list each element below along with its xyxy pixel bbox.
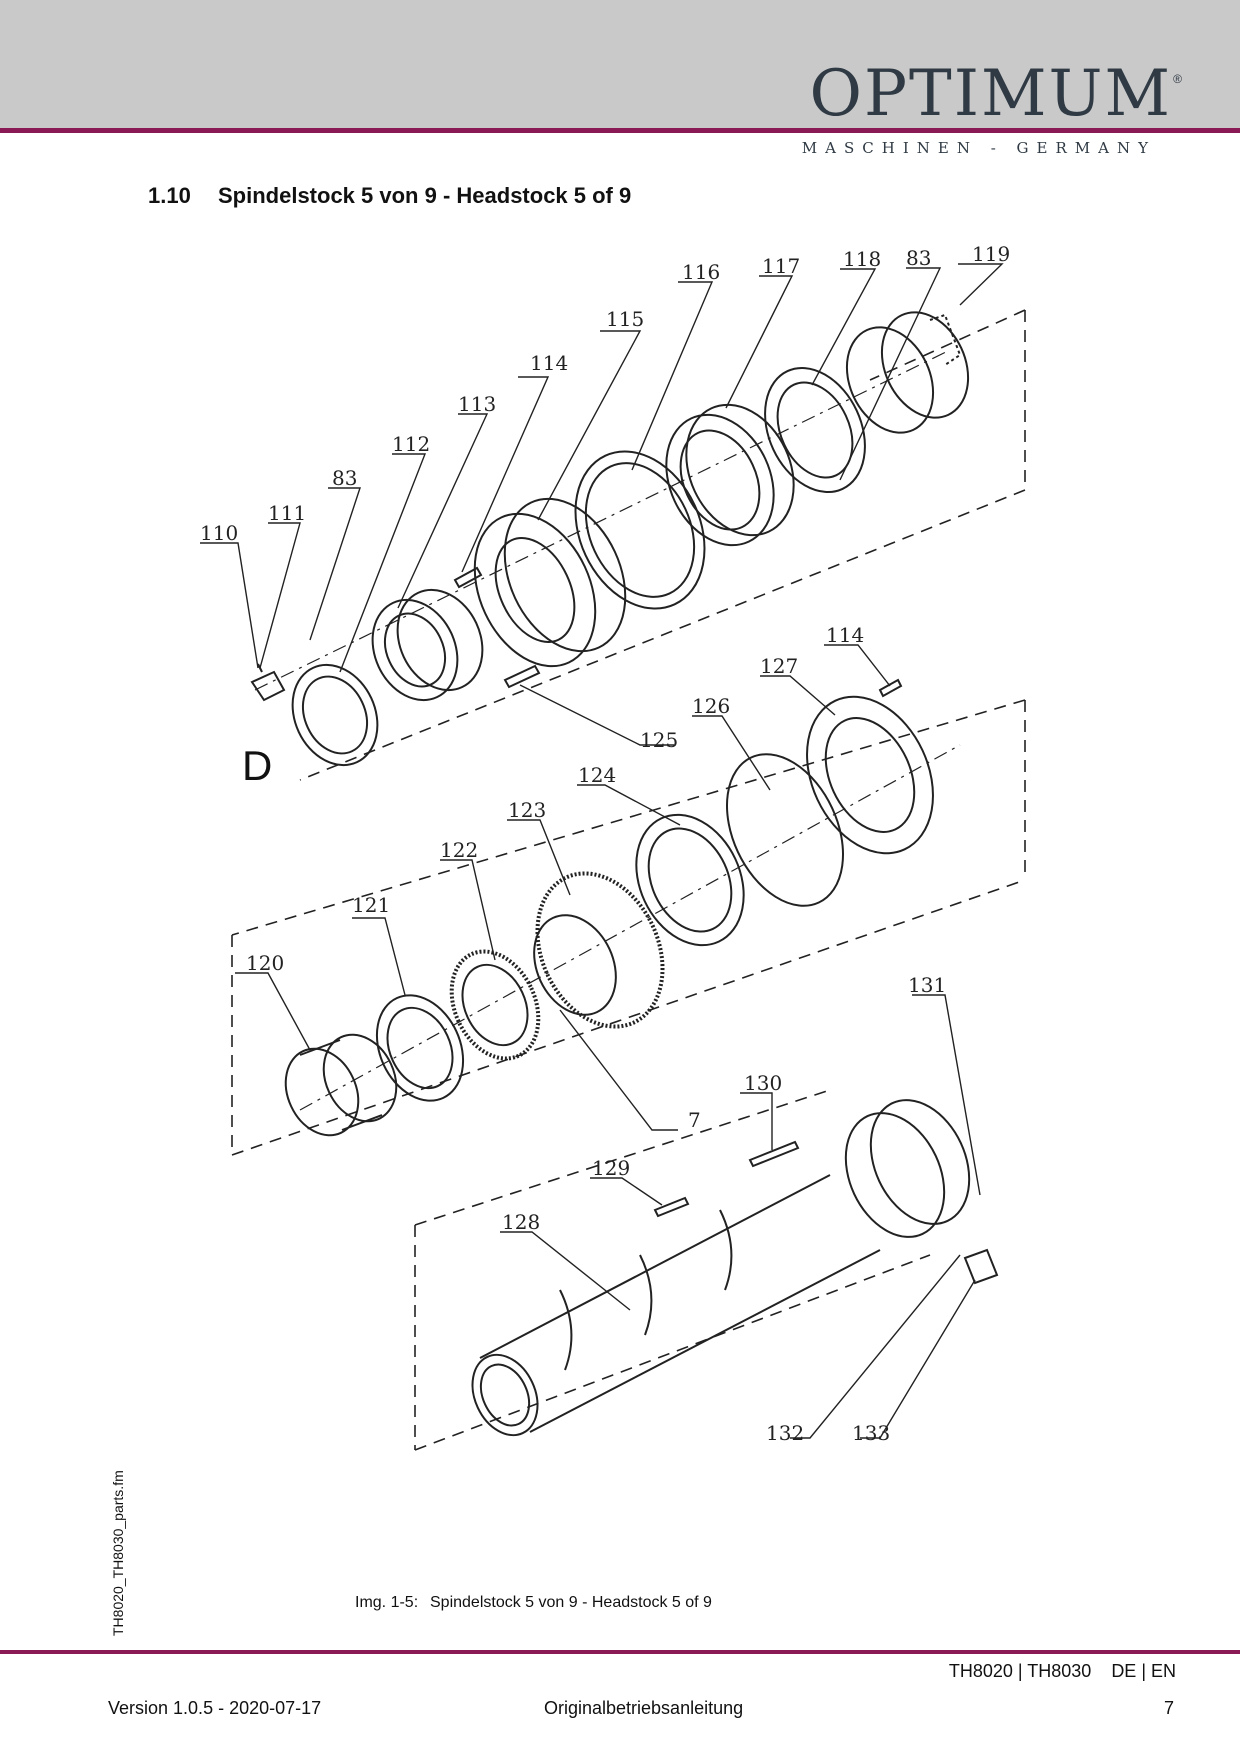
group-label: D	[242, 742, 272, 789]
footer-models: TH8020 | TH8030	[948, 1661, 1092, 1681]
part-114-screw	[453, 566, 483, 589]
callout-7: 7	[688, 1108, 701, 1132]
callout-113: 113	[458, 392, 496, 416]
group-frame-top	[299, 309, 1026, 781]
brand-logo: OPTIMUM	[809, 57, 1172, 131]
header-band	[0, 0, 1240, 128]
callout-131: 131	[908, 973, 946, 997]
callout-118: 118	[843, 247, 881, 271]
part-114b-screw	[878, 678, 903, 698]
callout-114-right: 114	[826, 623, 864, 647]
callout-115: 115	[606, 307, 644, 331]
callout-127: 127	[760, 654, 798, 678]
leader-lines	[200, 263, 1004, 1439]
part-131-flange	[844, 1099, 971, 1238]
page-number: 7	[1163, 1698, 1174, 1718]
callout-110: 110	[200, 521, 238, 545]
footer-models-languages: TH8020 | TH8030 DE | EN	[949, 1661, 1176, 1682]
section-title: Spindelstock 5 von 9 - Headstock 5 of 9	[218, 183, 632, 208]
part-113-ring	[371, 588, 484, 702]
callout-132: 132	[766, 1421, 804, 1445]
side-filename: TH8020_TH8030_parts.fm	[110, 1470, 126, 1636]
callout-129: 129	[592, 1156, 630, 1180]
callout-123: 123	[508, 798, 546, 822]
callout-133: 133	[852, 1421, 890, 1445]
callout-114-top: 114	[530, 351, 568, 375]
callout-122: 122	[440, 838, 478, 862]
part-127-flange	[806, 695, 934, 855]
brand-tagline: MASCHINEN - GERMANY	[801, 139, 1156, 157]
footer-manual-title: Originalbetriebsanleitung	[544, 1698, 744, 1718]
part-130-key	[748, 1140, 800, 1168]
center-axes	[254, 349, 961, 1111]
callout-120: 120	[246, 951, 284, 975]
part-115-flange	[473, 497, 627, 668]
part-122-gear	[449, 949, 541, 1061]
callout-124: 124	[578, 763, 616, 787]
part-128-spindle	[471, 1174, 881, 1437]
part-124-bearing	[635, 813, 745, 947]
caption-label: Img. 1-5:	[355, 1594, 419, 1611]
footer-languages: DE | EN	[1111, 1661, 1176, 1681]
part-116-gasket	[574, 450, 706, 610]
header-rule	[0, 128, 1240, 133]
callout-117: 117	[762, 254, 800, 278]
callout-130: 130	[744, 1071, 782, 1095]
part-121-bearing	[375, 994, 465, 1102]
callout-128: 128	[502, 1210, 540, 1234]
callout-116: 116	[682, 260, 720, 284]
footer-version: Version 1.0.5 - 2020-07-17	[108, 1698, 322, 1718]
caption-text: Spindelstock 5 von 9 - Headstock 5 of 9	[430, 1594, 712, 1611]
group-frame-middle	[231, 699, 1026, 1156]
part-117-bearing	[665, 403, 795, 547]
callout-125: 125	[640, 728, 678, 752]
part-129-key	[653, 1196, 690, 1218]
group-frame-bottom	[414, 1089, 931, 1451]
registered-mark: ®	[1173, 72, 1182, 86]
callout-111: 111	[268, 501, 306, 525]
part-112-locknut	[291, 663, 379, 767]
part-133-bolt	[963, 1248, 999, 1285]
part-118-cover	[764, 366, 866, 494]
part-119-sleeve	[845, 311, 970, 434]
callout-83-top: 83	[332, 466, 357, 490]
callout-83-right: 83	[906, 246, 931, 270]
part-126-oring	[725, 753, 845, 907]
part-123-gear	[533, 871, 665, 1029]
section-heading: 1.10 Spindelstock 5 von 9 - Headstock 5 o…	[148, 183, 631, 209]
callout-112: 112	[392, 432, 430, 456]
part-125-screw	[503, 664, 541, 689]
callout-121: 121	[352, 893, 390, 917]
callout-119: 119	[972, 242, 1010, 266]
callout-126: 126	[692, 694, 730, 718]
figure-caption: Img. 1-5: Spindelstock 5 von 9 - Headstoc…	[355, 1594, 712, 1612]
part-110-screw	[250, 663, 286, 702]
section-number: 1.10	[148, 183, 191, 208]
part-120-sleeve	[284, 1033, 398, 1137]
footer-rule	[0, 1650, 1240, 1654]
